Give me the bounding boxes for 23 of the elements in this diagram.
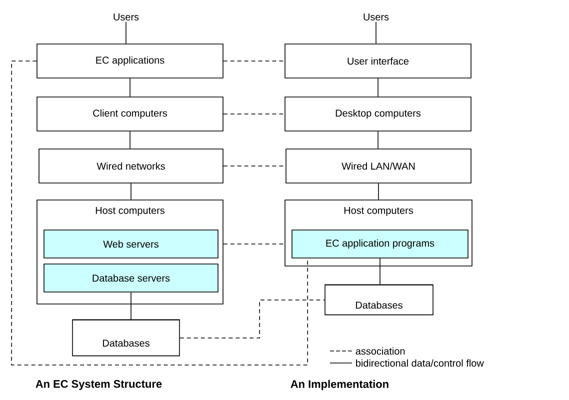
connector-line bbox=[130, 292, 132, 320]
legend-text: bidirectional data/control flow bbox=[356, 359, 484, 367]
database-cylinder: Databases bbox=[324, 284, 434, 316]
legend-text: association bbox=[356, 347, 405, 355]
server-box: Web servers bbox=[44, 230, 218, 258]
dashed-line bbox=[11, 60, 308, 366]
layer-box: EC applications bbox=[36, 44, 224, 78]
section-caption: An EC System Structure bbox=[36, 380, 162, 390]
database-cylinder: Databases bbox=[72, 319, 180, 356]
layer-box: Client computers bbox=[36, 96, 224, 132]
connector-line bbox=[130, 183, 132, 200]
connector-line bbox=[378, 183, 379, 200]
layer-box: Desktop computers bbox=[284, 96, 472, 132]
dashed-line bbox=[180, 300, 325, 338]
server-box: EC application programs bbox=[292, 230, 468, 258]
users-label: Users bbox=[364, 14, 389, 20]
layer-box: Wired LAN/WAN bbox=[286, 148, 472, 184]
section-caption: An Implementation bbox=[290, 380, 388, 390]
users-label: Users bbox=[114, 14, 139, 20]
layer-box: User interface bbox=[284, 44, 472, 78]
layer-box: Wired networks bbox=[38, 148, 224, 184]
dashed-line bbox=[223, 60, 285, 62]
server-box: Database servers bbox=[44, 264, 218, 292]
